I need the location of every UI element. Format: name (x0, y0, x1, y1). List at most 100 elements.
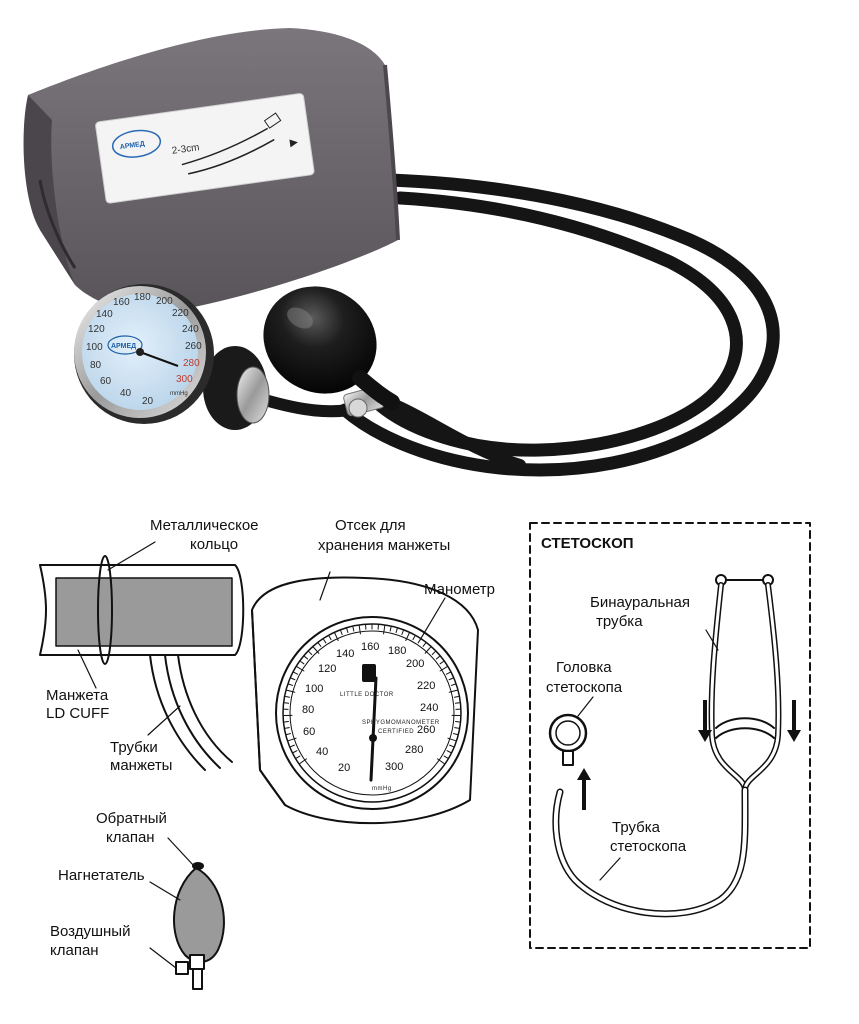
dial-tick (431, 651, 436, 655)
gauge-tick-label: 60 (100, 376, 112, 387)
photo-tubes (259, 173, 780, 477)
dial-number: 280 (405, 744, 423, 756)
dial-tick (447, 737, 457, 742)
dial-tick (292, 750, 298, 753)
label-check-valve-1: Обратный (96, 810, 167, 827)
dial-tick (312, 646, 320, 654)
dial-tick (389, 626, 392, 632)
dial-tick (296, 666, 305, 672)
dial-number: 140 (336, 648, 354, 660)
dial-tick (405, 632, 410, 641)
gauge-photo: 20 40 60 80 100 120 140 160 180 200 220 … (74, 284, 270, 430)
dial-tick (299, 758, 307, 764)
dial-tick (452, 733, 458, 736)
dial-tick (435, 655, 440, 660)
dial-tick (439, 666, 448, 672)
label-bulb: Нагнетатель (58, 867, 145, 884)
dial-tick (287, 737, 297, 742)
gauge-tick-label: 120 (88, 324, 105, 335)
gauge-tick-label-red: 280 (183, 358, 200, 369)
stethoscope-diagram (548, 574, 801, 918)
dial-numbers: 20 40 60 80 100 120 140 160 180 200 220 … (302, 641, 438, 774)
dial-tick (443, 755, 449, 759)
dial-tick (285, 695, 290, 698)
gauge-tick-label: 140 (96, 309, 113, 320)
dial-tick (448, 689, 458, 693)
gauge-brand: АРМЕД (111, 343, 136, 350)
dial-tick (446, 750, 452, 753)
dial-tick (334, 632, 339, 641)
gauge-tick-label: 160 (113, 297, 130, 308)
label-manometer: Манометр (424, 581, 495, 598)
cuff-photo: АРМЕД 2-3cm (23, 28, 400, 313)
dial-tick (439, 660, 444, 665)
gauge-tick-label: 40 (120, 388, 132, 399)
dial-tick (448, 677, 454, 681)
bulb-photo (263, 286, 400, 418)
dial-tick (383, 625, 386, 635)
label-cuff-2: LD CUFF (46, 705, 109, 722)
label-cuff-tubes-1: Трубки (110, 739, 158, 756)
stethoscope-box (529, 522, 811, 949)
manometer-diagram: 20 40 60 80 100 120 140 160 180 200 220 … (251, 576, 479, 825)
dial-tick (449, 744, 454, 748)
dial-tick (295, 755, 301, 759)
dial-unit: mmHg (372, 786, 392, 792)
dial-tick (317, 642, 322, 647)
dial-tick (300, 660, 305, 665)
dial-tick (328, 635, 332, 641)
dial-tick (323, 638, 327, 644)
label-cuff-tubes-2: манжеты (110, 757, 172, 774)
stethoscope-title: СТЕТОСКОП (541, 535, 634, 552)
label-steth-tube-2: стетоскопа (610, 838, 687, 855)
dial-tick (454, 695, 459, 698)
dial-number: 200 (406, 658, 424, 670)
dial-tick (340, 630, 343, 635)
dial-tick (293, 671, 298, 675)
label-storage-2: хранения манжеты (318, 537, 450, 554)
product-photo: АРМЕД 2-3cm 20 40 60 80 100 120 140 (23, 28, 780, 477)
label-binaural-2: трубка (596, 613, 643, 630)
gauge-tick-label: 20 (142, 396, 154, 407)
dial-ticks (283, 624, 461, 764)
cuff-diagram (39, 555, 245, 771)
dial-number: 180 (388, 645, 406, 657)
dial-tick (424, 646, 432, 654)
label-storage-1: Отсек для (335, 517, 406, 534)
dial-tick (437, 758, 445, 764)
dial-tick (454, 727, 460, 729)
dial-tick (446, 671, 451, 675)
gauge-tick-label: 100 (86, 342, 103, 353)
dial-tick (395, 628, 398, 634)
dial-number: 160 (361, 641, 379, 653)
diagram: Металлическое кольцо Манжета LD CUFF Тру… (39, 517, 811, 990)
label-cuff-1: Манжета (46, 687, 109, 704)
dial-number: 20 (338, 762, 350, 774)
dial-tick (286, 689, 296, 693)
dial-tick (352, 626, 355, 632)
dial-tick (308, 651, 313, 655)
gauge-tick-label: 180 (134, 292, 151, 303)
dial-tick (450, 683, 456, 686)
dial-number: 120 (318, 663, 336, 675)
dial-tick (422, 642, 427, 647)
dial-brand: LITTLE DOCTOR (340, 692, 394, 698)
label-steth-tube-1: Трубка (612, 819, 661, 836)
dial-line1: SPHYGMOMANOMETER (362, 720, 440, 726)
arrow-icons (577, 700, 801, 810)
label-binaural-1: Бинауральная (590, 594, 690, 611)
label-head-1: Головка (556, 659, 612, 676)
dial-tick (288, 683, 294, 686)
dial-number: 80 (302, 704, 314, 716)
gauge-tick-label: 220 (172, 308, 189, 319)
dial-tick (284, 727, 290, 729)
dial-tick (412, 635, 416, 641)
gauge-unit: mmHg (170, 391, 188, 397)
label-check-valve-2: клапан (106, 829, 155, 846)
gauge-tick-label: 80 (90, 360, 102, 371)
dial-tick (286, 733, 292, 736)
dial-tick (358, 625, 361, 635)
dial-number: 220 (417, 680, 435, 692)
dial-number: 240 (420, 702, 438, 714)
